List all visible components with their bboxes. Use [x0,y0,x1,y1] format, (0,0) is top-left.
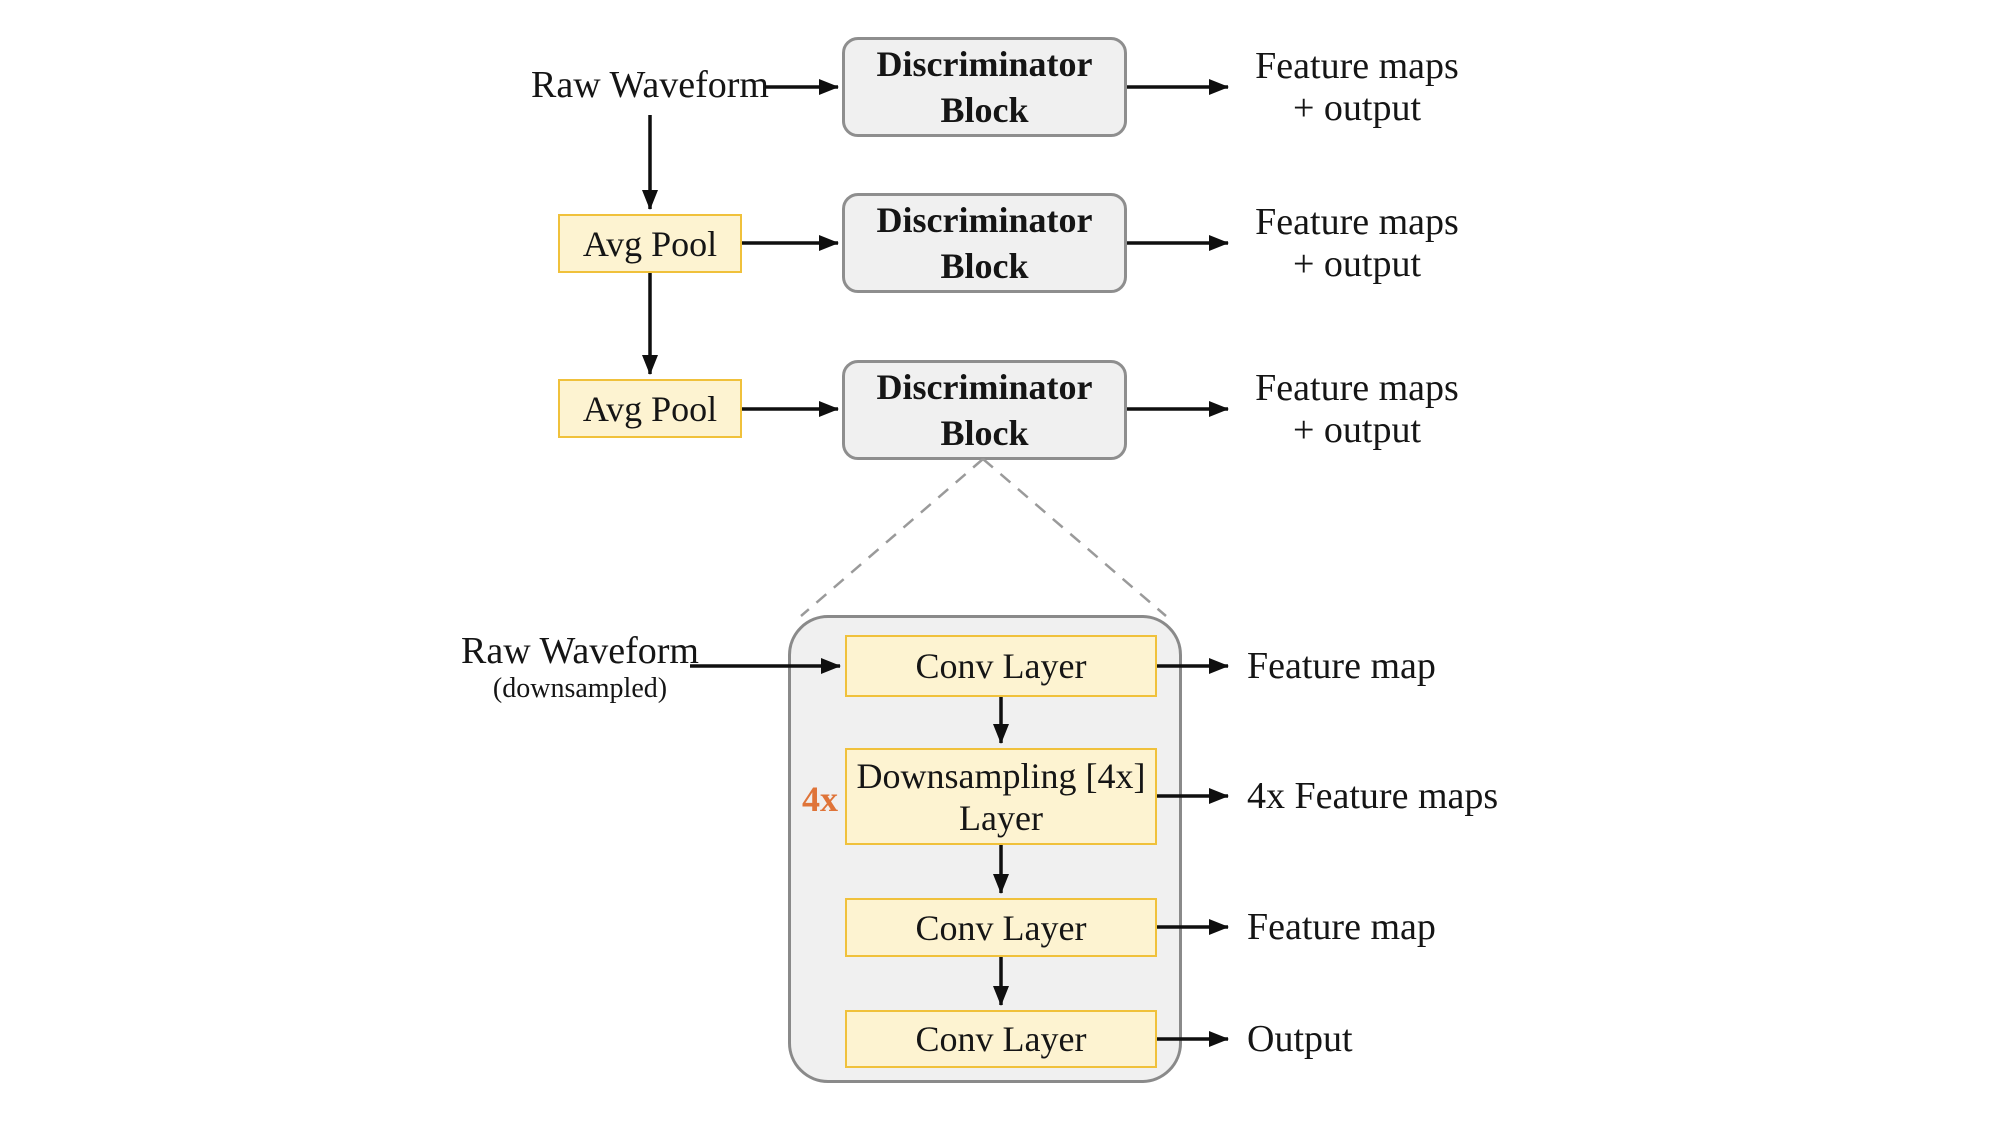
raw-waveform-label: Raw Waveform [531,64,769,106]
discriminator-block-2: Discriminator Block [842,193,1127,293]
conv-layer-box-3: Conv Layer [845,1010,1157,1068]
dashed-expansion-line-right [982,458,1167,617]
downsampling-layer-label-line-1: Downsampling [4x] [856,755,1146,796]
detail-output-label-2: 4x Feature maps [1247,775,1499,817]
downsampling-layer-box: Downsampling [4x] Layer [845,748,1157,845]
output-label-row-3-line-2: + output [1292,409,1422,451]
avg-pool-box-1: Avg Pool [558,214,742,273]
discriminator-block-3: Discriminator Block [842,360,1127,460]
detail-output-label-3: Feature map [1247,906,1436,948]
output-label-row-2-line-2: + output [1292,243,1422,285]
dashed-expansion-line-left [800,458,984,617]
detail-input-label: Raw Waveform (downsampled) [460,630,700,706]
output-label-row-2: Feature maps + output [1247,201,1467,285]
conv-layer-box-2: Conv Layer [845,898,1157,957]
avg-pool-box-2: Avg Pool [558,379,742,438]
discriminator-block-1: Discriminator Block [842,37,1127,137]
repeat-4x-label: 4x [802,779,838,819]
output-label-row-1-line-1: Feature maps [1255,45,1459,87]
detail-input-label-line-1: Raw Waveform [461,630,699,672]
output-label-row-1: Feature maps + output [1247,45,1467,129]
output-label-row-3: Feature maps + output [1247,367,1467,451]
output-label-row-1-line-2: + output [1292,87,1422,129]
downsampling-layer-label-line-2: Layer [959,797,1043,838]
conv-layer-box-1: Conv Layer [845,635,1157,697]
detail-input-label-line-2: (downsampled) [492,673,668,704]
detail-output-label-1: Feature map [1247,645,1436,687]
detail-output-label-4: Output [1247,1018,1353,1060]
output-label-row-2-line-1: Feature maps [1255,201,1459,243]
output-label-row-3-line-1: Feature maps [1255,367,1459,409]
